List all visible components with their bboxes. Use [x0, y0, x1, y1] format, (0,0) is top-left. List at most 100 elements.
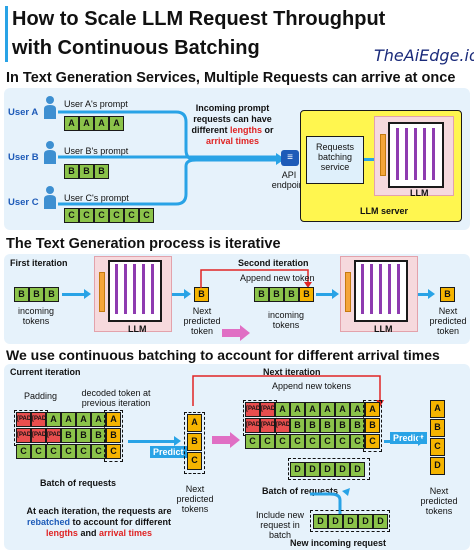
bottom-note-text: to account for different [72, 517, 172, 527]
token-cell: C [335, 434, 350, 449]
token-cell: C [79, 208, 94, 223]
llm-layer [423, 128, 426, 180]
token-cell: C [76, 444, 91, 459]
token-cell: C [94, 208, 109, 223]
pad-cell: [PAD] [16, 428, 33, 443]
token-cell: D [313, 514, 328, 529]
api-icon: ≡ [281, 150, 299, 166]
pink-arrow-icon [212, 436, 230, 444]
llm-label-1: LLM [128, 324, 147, 334]
token-cell: A [275, 402, 290, 417]
pad-cell: [PAD] [31, 412, 48, 427]
batch-label-next: Batch of requests [262, 486, 339, 496]
token-cell: B [290, 418, 305, 433]
token-cell: A [94, 116, 109, 131]
predicted-token: A [430, 400, 445, 418]
token-cell: A [305, 402, 320, 417]
pink-arrow-icon [222, 329, 240, 337]
token-cell: C [64, 208, 79, 223]
llm-label-2: LLM [374, 324, 393, 334]
token-cell: B [64, 164, 79, 179]
token-cell: D [335, 462, 350, 477]
decoded-highlight [104, 410, 123, 462]
bottom-note-line2: rebatched to account for different [10, 517, 188, 528]
pink-arrow-icon [230, 432, 240, 448]
llm-layer [379, 264, 382, 314]
llm-layer [115, 264, 118, 314]
token-cell: B [305, 418, 320, 433]
new-request-label: New incoming request [290, 538, 387, 548]
bottom-note: At each iteration, the requests are reba… [10, 506, 188, 539]
user-icon [44, 186, 56, 209]
predict-label: Predict [150, 446, 187, 458]
title-accent-bar [5, 6, 8, 62]
token-cell: B [91, 428, 106, 443]
token-cell: D [358, 514, 373, 529]
new-request-highlight [310, 510, 390, 532]
llm-layer [361, 264, 364, 314]
llm-layer [370, 264, 373, 314]
llm-layer [133, 264, 136, 314]
user-b-label: User B [8, 152, 39, 163]
token-cell: A [109, 116, 124, 131]
token-cell: A [320, 402, 335, 417]
llm-layer [142, 264, 145, 314]
section2-title: The Text Generation process is iterative [6, 236, 281, 252]
batch-label-current: Batch of requests [40, 478, 117, 488]
include-label: Include new request in batch [255, 510, 305, 540]
arrow-icon [128, 440, 174, 443]
arrow-icon [174, 436, 181, 446]
incoming-tokens-label-1: incoming tokens [17, 306, 55, 326]
token-cell: B [365, 418, 380, 433]
arrow-icon [84, 289, 91, 299]
token-cell: B [76, 428, 91, 443]
llm-layer [414, 128, 417, 180]
llm-layer [380, 134, 386, 176]
token-cell: A [335, 402, 350, 417]
arrow-icon [418, 436, 425, 446]
current-iteration-label: Current iteration [10, 367, 81, 377]
next-predicted-label-2: Next predicted token [429, 306, 467, 336]
rebatched-text: rebatched [26, 517, 70, 527]
token-cell: B [284, 287, 299, 302]
arrow-icon [364, 158, 374, 161]
token-cell: B [44, 287, 59, 302]
bottom-note-line3: lengths and arrival times [10, 528, 188, 539]
decoded-label: decoded token at previous iteration [81, 388, 151, 408]
llm-layer [151, 264, 154, 314]
llm-layer [405, 128, 408, 180]
llm-layer [432, 128, 435, 180]
predict-label: Predict [390, 432, 427, 444]
section1-title: In Text Generation Services, Multiple Re… [6, 70, 456, 86]
bottom-note-line1: At each iteration, the requests are [26, 506, 172, 516]
token-cell: C [16, 444, 31, 459]
llm-label-s1: LLM [410, 188, 429, 198]
batching-service-label: Requests batching service [315, 142, 355, 172]
token-cell: B [61, 428, 76, 443]
token-cell: A [91, 412, 106, 427]
token-cell: B [106, 428, 121, 443]
api-label: API endpoint [271, 170, 307, 190]
token-cell: A [290, 402, 305, 417]
token-cell: C [46, 444, 61, 459]
token-cell: B [94, 164, 109, 179]
arrow-icon [418, 293, 430, 296]
new-row-highlight [288, 458, 370, 480]
pink-arrow-icon [240, 325, 250, 341]
token-cell: C [275, 434, 290, 449]
arrow-icon [428, 289, 435, 299]
token-cell: C [290, 434, 305, 449]
token-cell: B [29, 287, 44, 302]
predicted-token: B [187, 433, 202, 451]
decoded-highlight [363, 400, 382, 452]
next-predicted-label-3: Next predicted tokens [176, 484, 214, 514]
token-cell: B [350, 418, 365, 433]
token-cell: D [320, 462, 335, 477]
token-cell: C [91, 444, 106, 459]
second-iteration-label: Second iteration [238, 258, 309, 268]
token-cell: C [320, 434, 335, 449]
page-title-line1: How to Scale LLM Request Throughput [12, 8, 386, 30]
token-cell: C [61, 444, 76, 459]
pad-cell: [PAD] [260, 418, 277, 433]
predicted-token: A [187, 414, 202, 432]
